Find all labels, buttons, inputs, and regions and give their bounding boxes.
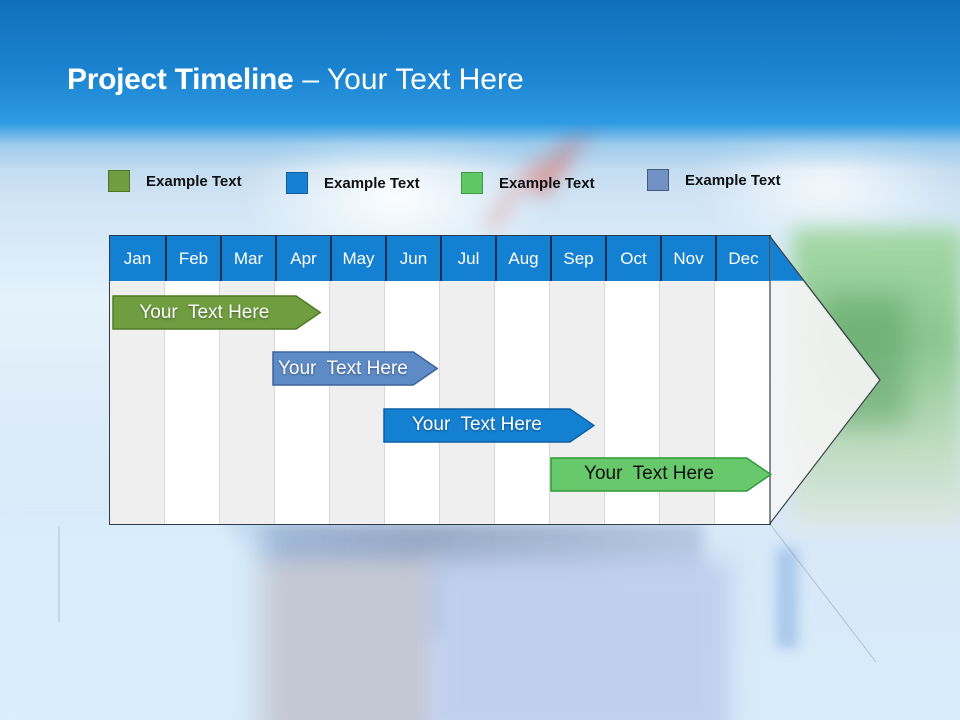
bar-shape (550, 456, 772, 492)
legend-swatch-4 (647, 169, 669, 191)
timeline-bar-3[interactable]: Your Text Here (383, 407, 595, 443)
timeline-bar-2[interactable]: Your Text Here (272, 351, 439, 386)
bar-label: Your Text Here (139, 301, 270, 323)
month-cell-may: May (330, 236, 385, 281)
legend-label: Example Text (499, 174, 595, 192)
legend-item-3[interactable]: Example Text (461, 172, 595, 194)
slide-title: Project Timeline– Your Text Here (67, 61, 524, 99)
bar-label: Your Text Here (411, 414, 542, 435)
slide-title-bold: Project Timeline (67, 63, 294, 96)
month-cell-jul: Jul (440, 236, 495, 281)
legend-label: Example Text (685, 171, 781, 189)
month-cell-aug: Aug (495, 236, 550, 281)
bar-label: Your Text Here (584, 463, 714, 484)
legend-label: Example Text (146, 172, 242, 190)
month-cell-jun: Jun (385, 236, 440, 281)
month-cell-sep: Sep (550, 236, 605, 281)
legend-swatch-1 (108, 170, 130, 192)
legend-item-4[interactable]: Example Text (647, 169, 781, 191)
body-column-aug (495, 281, 550, 524)
body-column-jul (440, 281, 495, 524)
month-cell-dec: Dec (715, 236, 770, 281)
legend-item-1[interactable]: Example Text (108, 170, 242, 192)
legend-item-2[interactable]: Example Text (286, 172, 420, 194)
legend: Example Text Example Text Example Text Exam… (0, 0, 960, 194)
month-cell-feb: Feb (165, 236, 220, 281)
slide-title-regular: – Your Text Here (302, 63, 524, 96)
bar-shape (272, 351, 439, 386)
header-band (0, 0, 960, 170)
timeline-bar-1[interactable]: Your Text Here (112, 295, 321, 330)
body-column-may (330, 281, 385, 524)
timeline-bar-4[interactable]: Your Text Here (550, 456, 772, 492)
month-cell-jan: Jan (110, 236, 165, 281)
legend-label: Example Text (324, 174, 420, 192)
month-cell-mar: Mar (220, 236, 275, 281)
month-cell-apr: Apr (275, 236, 330, 281)
bar-label: Your Text Here (277, 357, 408, 379)
body-column-jun (385, 281, 440, 524)
legend-swatch-2 (286, 172, 308, 194)
legend-swatch-3 (461, 172, 483, 194)
month-cell-oct: Oct (605, 236, 660, 281)
month-cell-nov: Nov (660, 236, 715, 281)
bar-shape (112, 295, 321, 330)
bar-shape (383, 407, 595, 443)
